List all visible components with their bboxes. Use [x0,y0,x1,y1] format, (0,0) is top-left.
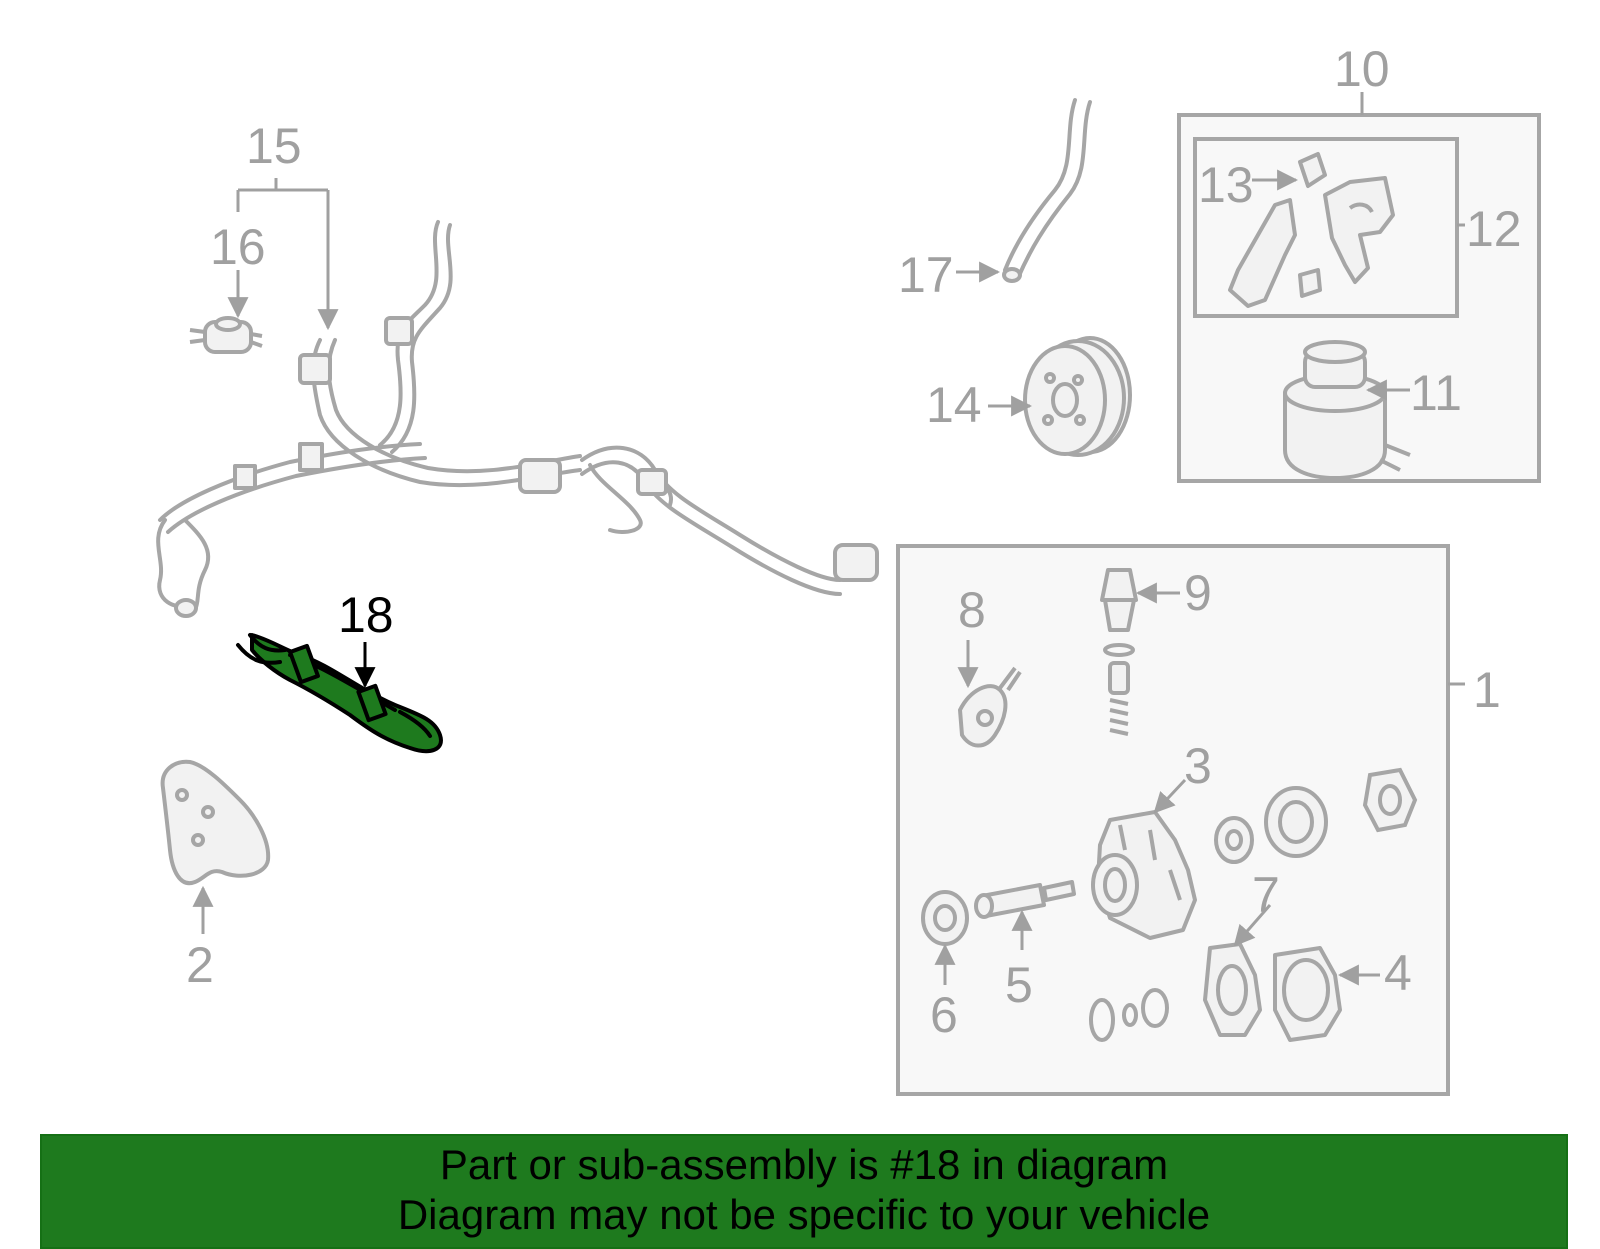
callout-12: 12 [1466,201,1522,257]
banner-line-2: Diagram may not be specific to your vehi… [397,1191,1211,1238]
callout-labels: 1 2 3 4 5 6 7 8 9 10 11 12 13 14 15 16 1… [186,41,1522,1043]
callout-8: 8 [958,582,986,638]
callout-13: 13 [1198,157,1254,213]
banner-line-1: Part or sub-assembly is #18 in diagram [439,1141,1169,1188]
callout-17: 17 [898,247,954,303]
info-banner: Part or sub-assembly is #18 in diagram D… [40,1134,1568,1249]
callout-5: 5 [1005,957,1033,1013]
part-18-cooler-tube[interactable] [236,633,443,754]
callout-18: 18 [338,587,394,643]
box-assembly-1 [896,544,1450,1096]
callout-15: 15 [246,118,302,174]
part-7-gasket[interactable] [1203,942,1262,1037]
part-16-pressure-switch[interactable] [189,316,263,354]
part-15-hose-assembly[interactable] [156,220,879,618]
callout-6: 6 [930,987,958,1043]
callout-9: 9 [1184,565,1212,621]
part-14-pulley[interactable] [1023,336,1132,457]
part-17-return-hose[interactable] [1002,98,1092,283]
leader-lines [192,92,1465,986]
part-8-valve[interactable] [958,666,1022,748]
part-kit-rotor-ring[interactable] [1214,767,1418,864]
part-11-reservoir[interactable] [1283,340,1411,480]
part-6-seal[interactable] [921,890,969,946]
callout-4: 4 [1384,945,1412,1001]
callout-14: 14 [926,377,982,433]
callout-10: 10 [1334,41,1390,97]
callout-7: 7 [1252,867,1280,923]
part-4-cover[interactable] [1273,946,1342,1042]
callout-11: 11 [1410,365,1462,421]
callout-3: 3 [1184,738,1212,794]
part-3-pump-body[interactable] [1091,810,1197,940]
callout-1: 1 [1473,662,1501,718]
callout-2: 2 [186,937,214,993]
part-12-bracket-set[interactable] [1228,152,1395,308]
part-2-bracket[interactable] [160,759,271,886]
callout-16: 16 [210,219,266,275]
part-kit-o-rings[interactable] [1089,988,1169,1042]
part-5-shaft[interactable] [974,880,1076,919]
